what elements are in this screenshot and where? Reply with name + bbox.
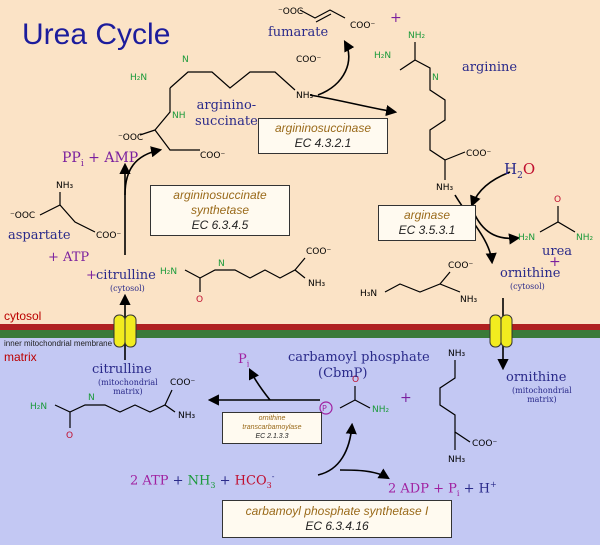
ornithine-matrix-location: (mitochondrial matrix): [512, 386, 572, 404]
svg-text:N: N: [88, 393, 95, 403]
svg-text:O: O: [352, 375, 359, 385]
cytosol-region: [0, 0, 600, 324]
ornithine-cytosol-structure: [384, 271, 461, 293]
ppi-amp-label: PPi + AMP: [62, 150, 139, 169]
citrulline-cytosol-label: citrulline: [96, 268, 156, 283]
fumarate-label: fumarate: [268, 25, 329, 40]
arrow-urea: [474, 214, 521, 245]
arrow-to-arginine: [309, 94, 398, 117]
enzyme-arginase: arginase EC 3.5.3.1: [378, 205, 476, 241]
svg-text:⁻OOC: ⁻OOC: [278, 7, 303, 17]
arginine-structure: [399, 42, 466, 180]
svg-text:NH₃: NH₃: [460, 295, 478, 305]
svg-text:COO⁻: COO⁻: [170, 378, 195, 388]
svg-text:COO⁻: COO⁻: [296, 55, 321, 65]
svg-text:NH₃: NH₃: [178, 411, 196, 421]
arrow-pp-amp: [124, 146, 163, 196]
svg-text:NH₂: NH₂: [576, 233, 594, 243]
membrane-label: inner mitochondrial membrane: [4, 339, 113, 348]
enzyme-carbamoyl-phosphate-synthetase: carbamoyl phosphate synthetase I EC 6.3.…: [222, 500, 452, 538]
arrow-water: [470, 171, 511, 208]
ornithine-matrix-label: ornithine: [506, 370, 567, 385]
arginine-label: arginine: [462, 60, 518, 75]
svg-text:N: N: [432, 73, 439, 83]
cbmp-label: (CbmP): [318, 366, 368, 381]
carbamoyl-phosphate-label: carbamoyl phosphate: [288, 350, 430, 365]
svg-text:COO⁻: COO⁻: [200, 151, 225, 161]
argininosuccinate-label: arginino- succinate: [195, 98, 258, 130]
svg-text:H₂N: H₂N: [30, 402, 47, 412]
svg-text:COO⁻: COO⁻: [306, 247, 331, 257]
svg-text:O: O: [554, 195, 561, 205]
matrix-label: matrix: [4, 350, 37, 364]
aspartate-label: aspartate: [8, 228, 71, 243]
fumarate-structure: [299, 9, 346, 23]
citrulline-cytosol-location: (cytosol): [110, 284, 145, 293]
svg-text:COO⁻: COO⁻: [472, 439, 497, 449]
cps1-inputs: 2 ATP + NH3 + HCO3-: [130, 472, 275, 490]
svg-text:NH₃: NH₃: [436, 183, 454, 193]
svg-text:O: O: [196, 295, 203, 305]
svg-text:⁻OOC: ⁻OOC: [10, 211, 35, 221]
svg-text:H₂N: H₂N: [518, 233, 535, 243]
ornithine-matrix-structure: [439, 360, 471, 450]
enzyme-argininosuccinase: argininosuccinase EC 4.3.2.1: [258, 118, 388, 154]
svg-text:N: N: [218, 259, 225, 269]
svg-text:NH₃: NH₃: [56, 181, 74, 191]
citrulline-matrix-location: (mitochondrial matrix): [98, 378, 158, 396]
membrane-red: [0, 324, 600, 330]
citrulline-cytosol-structure: [184, 257, 306, 292]
water-label: H2O: [504, 160, 536, 181]
transporter-right: [489, 314, 513, 348]
arrow-cps1: [317, 422, 357, 476]
svg-text:NH₃: NH₃: [448, 349, 466, 359]
plus-fumarate: +: [390, 10, 402, 26]
svg-text:NH₃: NH₃: [296, 91, 314, 101]
carbamoyl-phosphate-structure: [339, 386, 371, 409]
cps1-outputs: 2 ADP + Pi + H+: [388, 480, 497, 498]
svg-text:NH₃: NH₃: [448, 455, 466, 465]
argininosuccinate-structure: [139, 71, 296, 151]
enzyme-ornithine-transcarbamoylase: ornithine transcarbamoylase EC 2.1.3.3: [222, 412, 322, 445]
arrow-pi: [248, 367, 271, 401]
urea-structure: [539, 206, 576, 233]
arrow-fumarate: [317, 40, 355, 96]
svg-text:NH: NH: [172, 111, 186, 121]
citrulline-matrix-label: citrulline: [92, 362, 152, 377]
svg-text:⁻OOC: ⁻OOC: [118, 133, 143, 143]
svg-text:COO⁻: COO⁻: [466, 149, 491, 159]
transporter-left: [113, 314, 137, 348]
pi-label: Pi: [238, 352, 250, 369]
urea-label: urea: [542, 244, 573, 259]
svg-text:COO⁻: COO⁻: [448, 261, 473, 271]
page-title: Urea Cycle: [22, 18, 171, 51]
svg-text:N: N: [182, 55, 189, 65]
svg-text:NH₂: NH₂: [408, 31, 426, 41]
enzyme-argininosuccinate-synthetase: argininosuccinate synthetase EC 6.3.4.5: [150, 185, 290, 236]
plus-atp: + ATP: [48, 250, 90, 265]
plus-urea: +: [549, 254, 561, 270]
svg-text:O: O: [66, 431, 73, 441]
svg-text:H₂N: H₂N: [160, 267, 177, 277]
svg-text:H₃N: H₃N: [360, 289, 377, 299]
svg-text:COO⁻: COO⁻: [350, 21, 375, 31]
ornithine-cytosol-location: (cytosol): [510, 282, 545, 291]
arrow-adp: [339, 468, 390, 480]
svg-text:H₂N: H₂N: [374, 51, 391, 61]
svg-text:H₂N: H₂N: [130, 73, 147, 83]
svg-text:P: P: [322, 404, 327, 413]
plus-citrulline: +: [86, 268, 97, 283]
ornithine-cytosol-label: ornithine: [500, 266, 561, 281]
aspartate-structure: [39, 192, 96, 233]
arrow-arginine-to-ornithine: [454, 194, 497, 265]
plus-ornithine: +: [400, 390, 412, 406]
membrane-green: [0, 330, 600, 338]
citrulline-matrix-structure: [54, 389, 176, 428]
cytosol-label: cytosol: [4, 309, 42, 323]
svg-text:NH₂: NH₂: [372, 405, 390, 415]
svg-text:COO⁻: COO⁻: [96, 231, 121, 241]
svg-text:NH₃: NH₃: [308, 279, 326, 289]
